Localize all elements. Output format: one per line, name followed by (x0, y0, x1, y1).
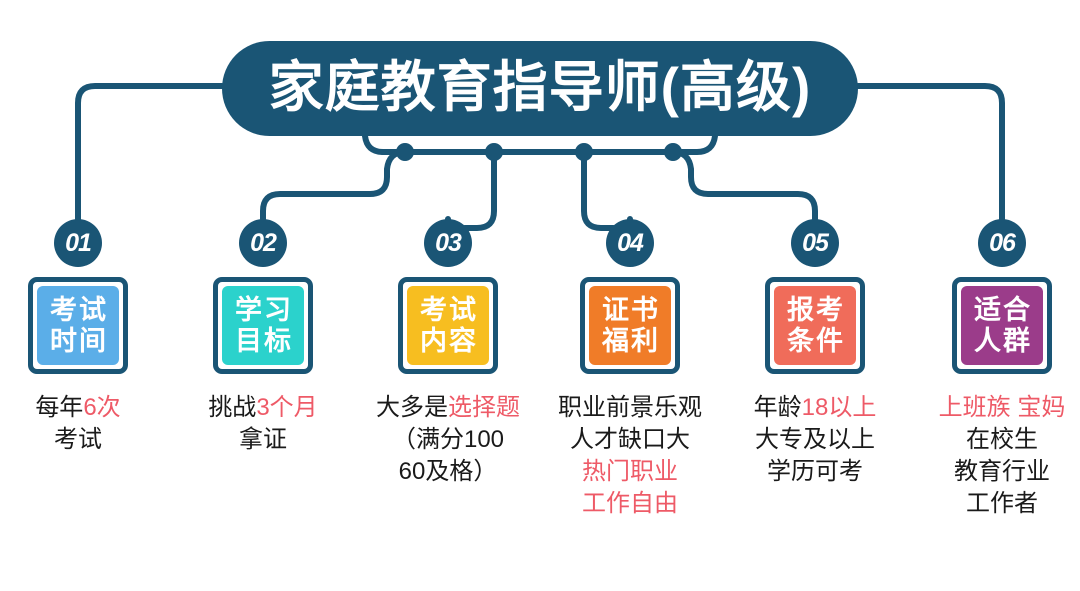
wire-bus-left-hook (362, 133, 408, 155)
caption-line-01-2: 考试 (0, 424, 193, 456)
caption-text-06-3-1: 教育行业 (954, 458, 1050, 486)
step-badge-01[interactable]: 01 (54, 219, 102, 267)
step-badge-05[interactable]: 05 (791, 219, 839, 267)
caption-text-02-1-1: 挑战 (208, 394, 257, 421)
wire-bus-right-hook (670, 133, 718, 155)
bus-dot-2 (485, 143, 503, 161)
caption-highlight-04-4-1: 工作自由 (582, 490, 678, 518)
caption-text-01-1-1: 每年 (35, 394, 84, 421)
step-badge-02[interactable]: 02 (239, 219, 287, 267)
category-box-inner-01: 考试时间 (37, 286, 119, 365)
caption-text-03-1-1: 大多是 (376, 394, 448, 421)
bus-dot-4 (664, 143, 682, 161)
category-box-inner-04: 证书福利 (589, 286, 671, 365)
bus-junction-dots (396, 143, 682, 161)
caption-01: 每年6次考试 (0, 392, 193, 456)
step-badge-03[interactable]: 03 (424, 219, 472, 267)
category-box-02[interactable]: 学习目标 (213, 277, 313, 374)
category-box-line1-05: 报考 (787, 295, 845, 326)
caption-text-05-2-1: 大专及以上 (755, 426, 875, 454)
caption-04: 职业前景乐观人才缺口大热门职业工作自由 (515, 392, 745, 521)
caption-text-04-1-1: 职业前景乐观 (558, 394, 702, 421)
wire-02 (260, 149, 408, 222)
caption-05: 年龄18以上大专及以上学历可考 (700, 392, 930, 488)
main-title-pill: 家庭教育指导师(高级) (222, 41, 858, 136)
caption-text-03-2-1: （满分100 (391, 426, 505, 454)
caption-text-05-3-1: 学历可考 (767, 458, 863, 486)
caption-line-01-1: 每年6次 (0, 392, 193, 424)
caption-line-04-3: 热门职业 (515, 456, 745, 488)
caption-text-01-2-1: 考试 (54, 426, 102, 454)
caption-line-02-2: 拿证 (148, 424, 378, 456)
caption-highlight-01-1-2: 6次 (83, 394, 121, 421)
wire-06 (855, 83, 1005, 222)
category-box-06[interactable]: 适合人群 (952, 277, 1052, 374)
category-box-line1-03: 考试 (420, 295, 478, 326)
bus-dot-1 (396, 143, 414, 161)
caption-line-05-2: 大专及以上 (700, 424, 930, 456)
wire-01 (75, 83, 225, 222)
category-box-01[interactable]: 考试时间 (28, 277, 128, 374)
caption-line-06-4: 工作者 (887, 488, 1080, 520)
wire-05 (670, 149, 818, 222)
category-box-04[interactable]: 证书福利 (580, 277, 680, 374)
category-box-inner-06: 适合人群 (961, 286, 1043, 365)
caption-text-04-2-1: 人才缺口大 (570, 426, 690, 454)
caption-line-04-4: 工作自由 (515, 488, 745, 520)
main-title-text: 家庭教育指导师(高级) (268, 56, 812, 118)
caption-highlight-05-1-2: 18以上 (801, 394, 877, 421)
caption-line-04-2: 人才缺口大 (515, 424, 745, 456)
caption-line-03-2: （满分100 (333, 424, 563, 456)
category-box-line1-04: 证书 (602, 295, 660, 326)
caption-text-02-2-1: 拿证 (239, 426, 287, 454)
category-box-line2-02: 目标 (235, 325, 293, 356)
category-box-line1-02: 学习 (235, 295, 293, 326)
category-box-line2-01: 时间 (50, 325, 108, 356)
category-box-line1-01: 考试 (50, 295, 108, 326)
category-box-line2-05: 条件 (787, 325, 845, 356)
caption-06: 上班族 宝妈在校生教育行业工作者 (887, 392, 1080, 521)
caption-line-05-1: 年龄18以上 (700, 392, 930, 424)
caption-line-03-1: 大多是选择题 (333, 392, 563, 424)
caption-line-06-3: 教育行业 (887, 456, 1080, 488)
category-box-inner-03: 考试内容 (407, 286, 489, 365)
category-box-line2-04: 福利 (602, 325, 660, 356)
category-box-03[interactable]: 考试内容 (398, 277, 498, 374)
caption-line-05-3: 学历可考 (700, 456, 930, 488)
caption-02: 挑战3个月拿证 (148, 392, 378, 456)
caption-highlight-03-1-2: 选择题 (448, 394, 520, 421)
category-box-inner-05: 报考条件 (774, 286, 856, 365)
caption-highlight-02-1-2: 3个月 (256, 394, 318, 421)
category-box-line1-06: 适合 (974, 295, 1032, 326)
caption-text-05-1-1: 年龄 (753, 394, 802, 421)
caption-text-06-2-1: 在校生 (966, 426, 1038, 454)
caption-line-04-1: 职业前景乐观 (515, 392, 745, 424)
category-box-05[interactable]: 报考条件 (765, 277, 865, 374)
caption-highlight-06-1-1: 上班族 宝妈 (938, 394, 1066, 421)
caption-text-06-4-1: 工作者 (966, 490, 1038, 518)
category-box-line2-06: 人群 (974, 325, 1032, 356)
caption-line-06-1: 上班族 宝妈 (887, 392, 1080, 424)
caption-text-03-3-1: 60及格） (398, 458, 498, 486)
caption-highlight-04-3-1: 热门职业 (582, 458, 678, 486)
bus-dot-3 (575, 143, 593, 161)
caption-line-02-1: 挑战3个月 (148, 392, 378, 424)
category-box-line2-03: 内容 (420, 325, 478, 356)
caption-line-03-3: 60及格） (333, 456, 563, 488)
caption-line-06-2: 在校生 (887, 424, 1080, 456)
category-box-inner-02: 学习目标 (222, 286, 304, 365)
step-badge-06[interactable]: 06 (978, 219, 1026, 267)
step-badge-04[interactable]: 04 (606, 219, 654, 267)
